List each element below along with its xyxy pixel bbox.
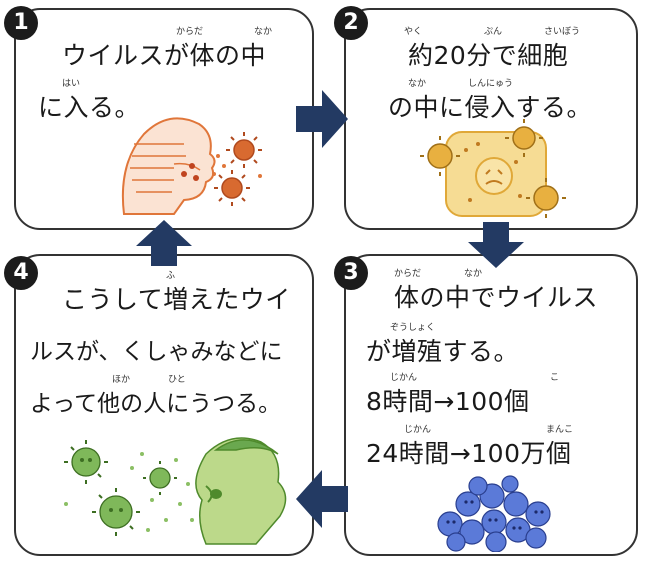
person-sneezing-illustration [64, 437, 287, 545]
step-2-line-1: 約20分で細胞 [408, 41, 569, 70]
step-2-panel: 2 やく ぷん さいぼう 約20分で細胞 なか しんにゅう の中に侵入する。 [334, 6, 638, 230]
virus-in-cell-illustration [420, 119, 566, 218]
ruby-naka: なか [254, 27, 273, 37]
step-3-line-4: 24時間→100万個 [366, 439, 572, 468]
step-3-line-2: が増殖する。 [366, 337, 520, 366]
arrow-step3-to-step4 [296, 470, 348, 528]
ruby-ko-1: こ [550, 373, 560, 383]
step-3-line-3: 8時間→100個 [366, 387, 530, 416]
ruby-saibou: さいぼう [544, 27, 581, 37]
step-3-line-1: 体の中でウイルス [394, 283, 599, 312]
ruby-karada-3: からだ [394, 269, 422, 279]
ruby-karada: からだ [176, 27, 204, 37]
step-1-line-1: ウイルスが体の中 [62, 41, 267, 70]
step-4-panel: 4 ふ こうして増えたウイ ルスが、くしゃみなどに ほか ひと よって他の人にう… [4, 254, 314, 556]
ruby-manko: まんこ [546, 425, 574, 435]
ruby-jikan-1: じかん [390, 373, 418, 383]
ruby-hito: ひと [168, 375, 186, 385]
step-3-panel: 3 からだ なか 体の中でウイルス ぞうしょく が増殖する。 じかん こ 8時間… [334, 254, 638, 556]
arrow-step2-to-step3 [468, 222, 524, 268]
ruby-pun: ぷん [484, 27, 503, 37]
virus-cluster-illustration [437, 475, 551, 552]
step-4-line-1: こうして増えたウイ [62, 285, 291, 314]
ruby-naka-3: なか [464, 269, 483, 279]
step-4-line-3: よって他の人にうつる。 [30, 391, 282, 417]
step-2-badge: 2 [334, 6, 368, 40]
ruby-hai: はい [62, 79, 81, 89]
step-1-line-2: に入る。 [38, 93, 141, 122]
step-1-badge: 1 [4, 6, 38, 40]
ruby-naka-2: なか [408, 79, 427, 89]
step-4-line-2: ルスが、くしゃみなどに [30, 339, 283, 365]
ruby-fu: ふ [166, 271, 176, 281]
step-3-badge: 3 [334, 256, 368, 290]
ruby-shinnyuu: しんにゅう [468, 79, 514, 89]
step-4-badge: 4 [4, 256, 38, 290]
arrow-step4-to-step1 [136, 220, 192, 266]
ruby-hoka: ほか [112, 375, 131, 385]
ruby-jikan-2: じかん [404, 425, 432, 435]
ruby-zoushoku: ぞうしょく [390, 323, 436, 333]
step-1-panel: 1 からだ なか ウイルスが体の中 はい に入る。 [4, 6, 314, 230]
arrow-step1-to-step2 [296, 90, 348, 148]
ruby-yaku: やく [404, 27, 423, 37]
person-inhaling-virus-illustration [121, 117, 262, 215]
step-2-line-2: の中に侵入する。 [388, 93, 593, 122]
